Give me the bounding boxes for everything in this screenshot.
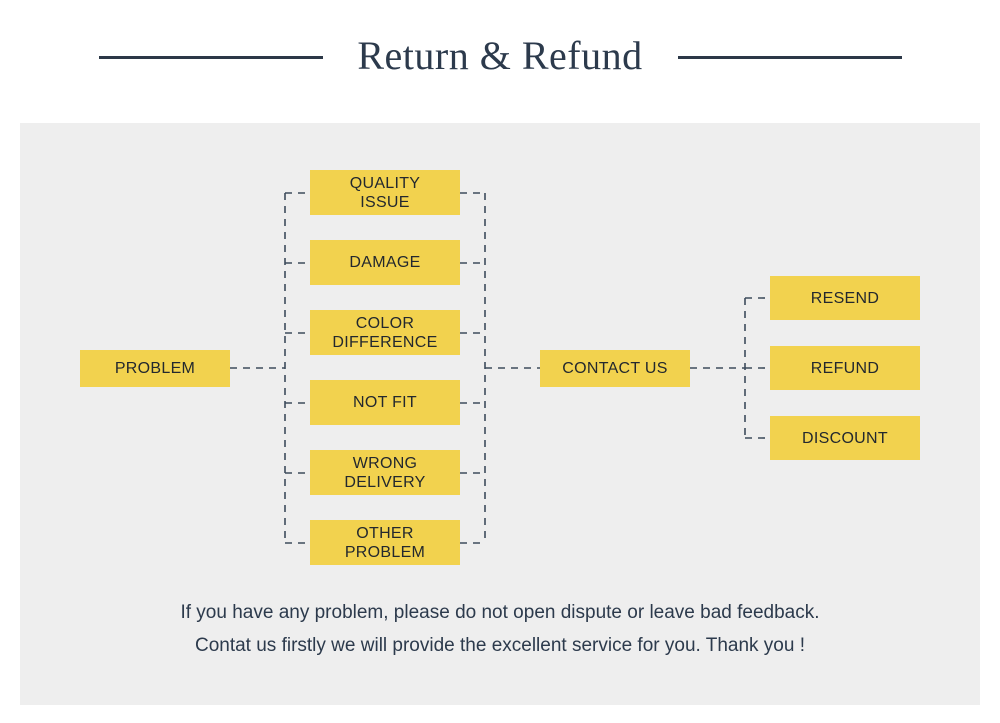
node-damage-label: DAMAGE	[349, 254, 421, 271]
node-other-problem-label: OTHER PROBLEM	[344, 524, 426, 561]
node-quality-issue-label: QUALITY ISSUE	[349, 174, 421, 211]
content-panel: PROBLEM QUALITY ISSUE DAMAGE COLOR DIFFE…	[20, 123, 980, 705]
page-title: Return & Refund	[357, 33, 643, 78]
node-resend-label: RESEND	[810, 289, 880, 307]
node-other-problem[interactable]: OTHER PROBLEM	[310, 520, 460, 565]
header-rule-right	[678, 56, 902, 59]
node-quality-issue[interactable]: QUALITY ISSUE	[310, 170, 460, 215]
node-contact-us[interactable]: CONTACT US	[540, 350, 690, 387]
node-discount-label: DISCOUNT	[802, 429, 888, 447]
footer-note-line-1: If you have any problem, please do not o…	[180, 602, 820, 623]
node-not-fit-label: NOT FIT	[352, 394, 418, 411]
node-damage[interactable]: DAMAGE	[310, 240, 460, 285]
node-wrong-delivery[interactable]: WRONG DELIVERY	[310, 450, 460, 495]
footer-note-line-2: Contat us firstly we will provide the ex…	[194, 635, 806, 656]
header-rule-left	[99, 56, 323, 59]
node-problem-label: PROBLEM	[114, 360, 196, 377]
footer-note: If you have any problem, please do not o…	[20, 596, 980, 662]
return-flow-diagram: PROBLEM QUALITY ISSUE DAMAGE COLOR DIFFE…	[20, 123, 980, 705]
node-refund[interactable]: REFUND	[770, 346, 920, 390]
node-color-difference-label: COLOR DIFFERENCE	[332, 314, 438, 351]
node-discount[interactable]: DISCOUNT	[770, 416, 920, 460]
node-refund-label: REFUND	[810, 359, 880, 377]
page-header: Return & Refund	[0, 0, 1000, 118]
node-contact-us-label: CONTACT US	[562, 360, 668, 377]
node-wrong-delivery-label: WRONG DELIVERY	[344, 454, 426, 491]
node-not-fit[interactable]: NOT FIT	[310, 380, 460, 425]
connector-lines	[230, 192, 770, 544]
node-color-difference[interactable]: COLOR DIFFERENCE	[310, 310, 460, 355]
node-resend[interactable]: RESEND	[770, 276, 920, 320]
node-problem[interactable]: PROBLEM	[80, 350, 230, 387]
